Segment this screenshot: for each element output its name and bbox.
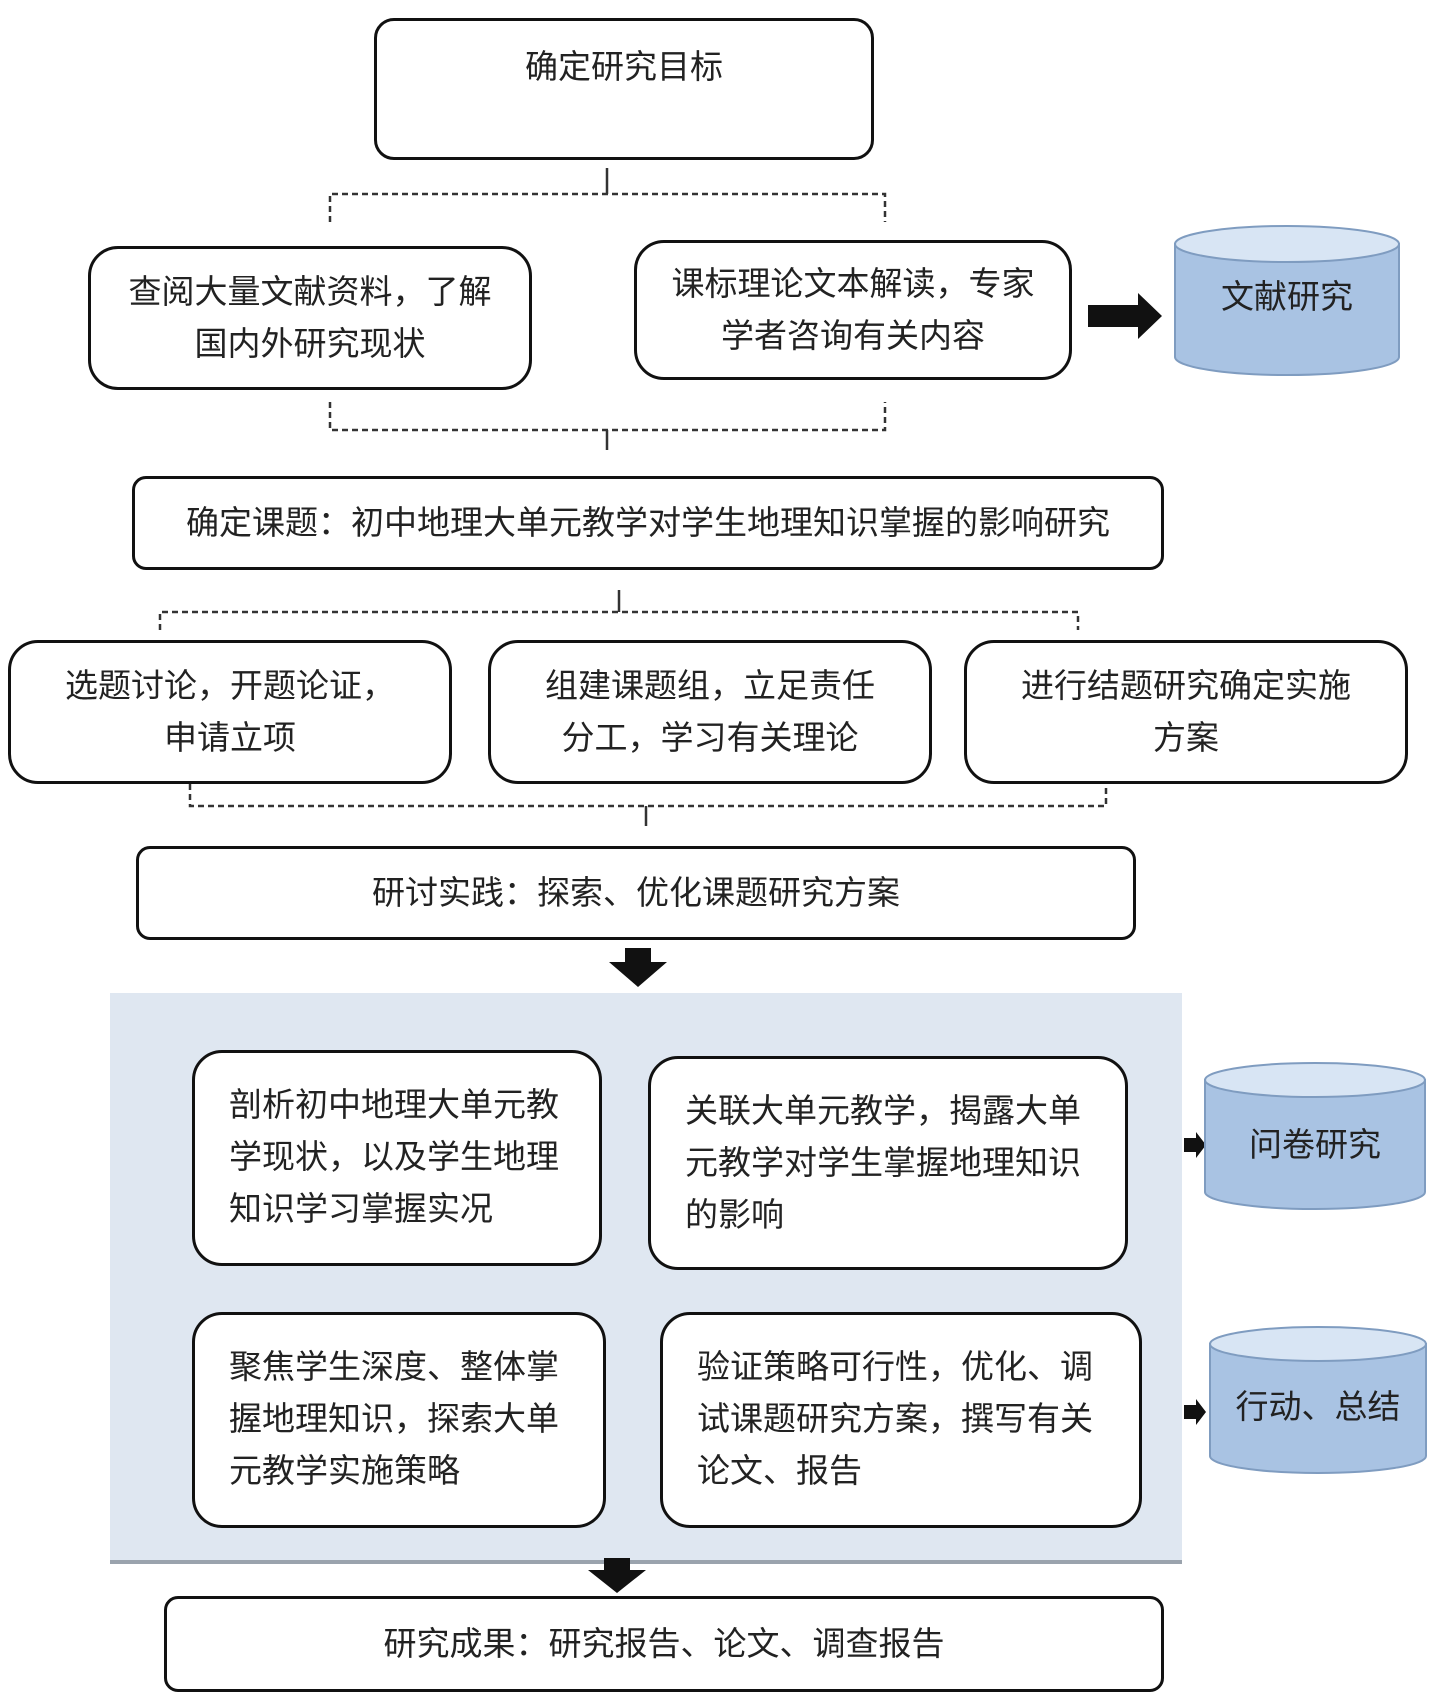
curriculum-node: 课标理论文本解读，专家学者咨询有关内容 xyxy=(634,240,1072,380)
result-node: 研究成果：研究报告、论文、调查报告 xyxy=(164,1596,1164,1692)
bracket-topic-connector xyxy=(158,610,1080,630)
literature-method-label: 文献研究 xyxy=(1221,277,1353,316)
relate-text: 关联大单元教学，揭露大单元教学对学生掌握地理知识的影响 xyxy=(685,1091,1081,1234)
arrow-to-questionnaire-icon xyxy=(1184,1132,1206,1158)
arrow-down-to-result-icon xyxy=(588,1558,646,1593)
select-text: 选题讨论，开题论证，申请立项 xyxy=(65,666,395,757)
action-cylinder-icon xyxy=(1209,1326,1427,1474)
analyze-text: 剖析初中地理大单元教学现状，以及学生地理知识学习掌握实况 xyxy=(229,1085,559,1228)
focus-node: 聚焦学生深度、整体掌握地理知识，探索大单元教学实施策略 xyxy=(192,1312,606,1528)
practice-text: 研讨实践：探索、优化课题研究方案 xyxy=(372,873,900,912)
focus-text: 聚焦学生深度、整体掌握地理知识，探索大单元教学实施策略 xyxy=(229,1347,559,1490)
curriculum-text: 课标理论文本解读，专家学者咨询有关内容 xyxy=(671,264,1035,355)
bracket-goal-connector xyxy=(328,192,887,222)
plan-text: 进行结题研究确定实施方案 xyxy=(1021,666,1351,757)
verify-node: 验证策略可行性，优化、调试课题研究方案，撰写有关论文、报告 xyxy=(660,1312,1142,1528)
plan-node: 进行结题研究确定实施方案 xyxy=(964,640,1408,784)
questionnaire-method-label: 问卷研究 xyxy=(1249,1125,1381,1164)
literature-cylinder-icon xyxy=(1174,225,1400,376)
questionnaire-cylinder-icon xyxy=(1204,1062,1426,1210)
practice-node: 研讨实践：探索、优化课题研究方案 xyxy=(136,846,1136,940)
result-text: 研究成果：研究报告、论文、调查报告 xyxy=(383,1624,945,1663)
relate-node: 关联大单元教学，揭露大单元教学对学生掌握地理知识的影响 xyxy=(648,1056,1128,1270)
arrow-to-action-icon xyxy=(1184,1399,1206,1425)
goal-text: 确定研究目标 xyxy=(525,47,723,86)
team-node: 组建课题组，立足责任分工，学习有关理论 xyxy=(488,640,932,784)
lit-review-text: 查阅大量文献资料，了解国内外研究现状 xyxy=(128,272,492,363)
analyze-node: 剖析初中地理大单元教学现状，以及学生地理知识学习掌握实况 xyxy=(192,1050,602,1266)
bracket-review-connector xyxy=(328,402,887,432)
select-node: 选题讨论，开题论证，申请立项 xyxy=(8,640,452,784)
action-method-label: 行动、总结 xyxy=(1235,1387,1401,1426)
bracket-prep-connector xyxy=(188,784,1108,808)
topic-node: 确定课题：初中地理大单元教学对学生地理知识掌握的影响研究 xyxy=(132,476,1164,570)
goal-node: 确定研究目标 xyxy=(374,18,874,160)
lit-review-node: 查阅大量文献资料，了解国内外研究现状 xyxy=(88,246,532,390)
team-text: 组建课题组，立足责任分工，学习有关理论 xyxy=(545,666,875,757)
arrow-to-literature-icon xyxy=(1088,293,1162,339)
verify-text: 验证策略可行性，优化、调试课题研究方案，撰写有关论文、报告 xyxy=(697,1347,1093,1490)
topic-text: 确定课题：初中地理大单元教学对学生地理知识掌握的影响研究 xyxy=(186,503,1110,542)
arrow-down-to-stage-icon xyxy=(609,948,667,987)
